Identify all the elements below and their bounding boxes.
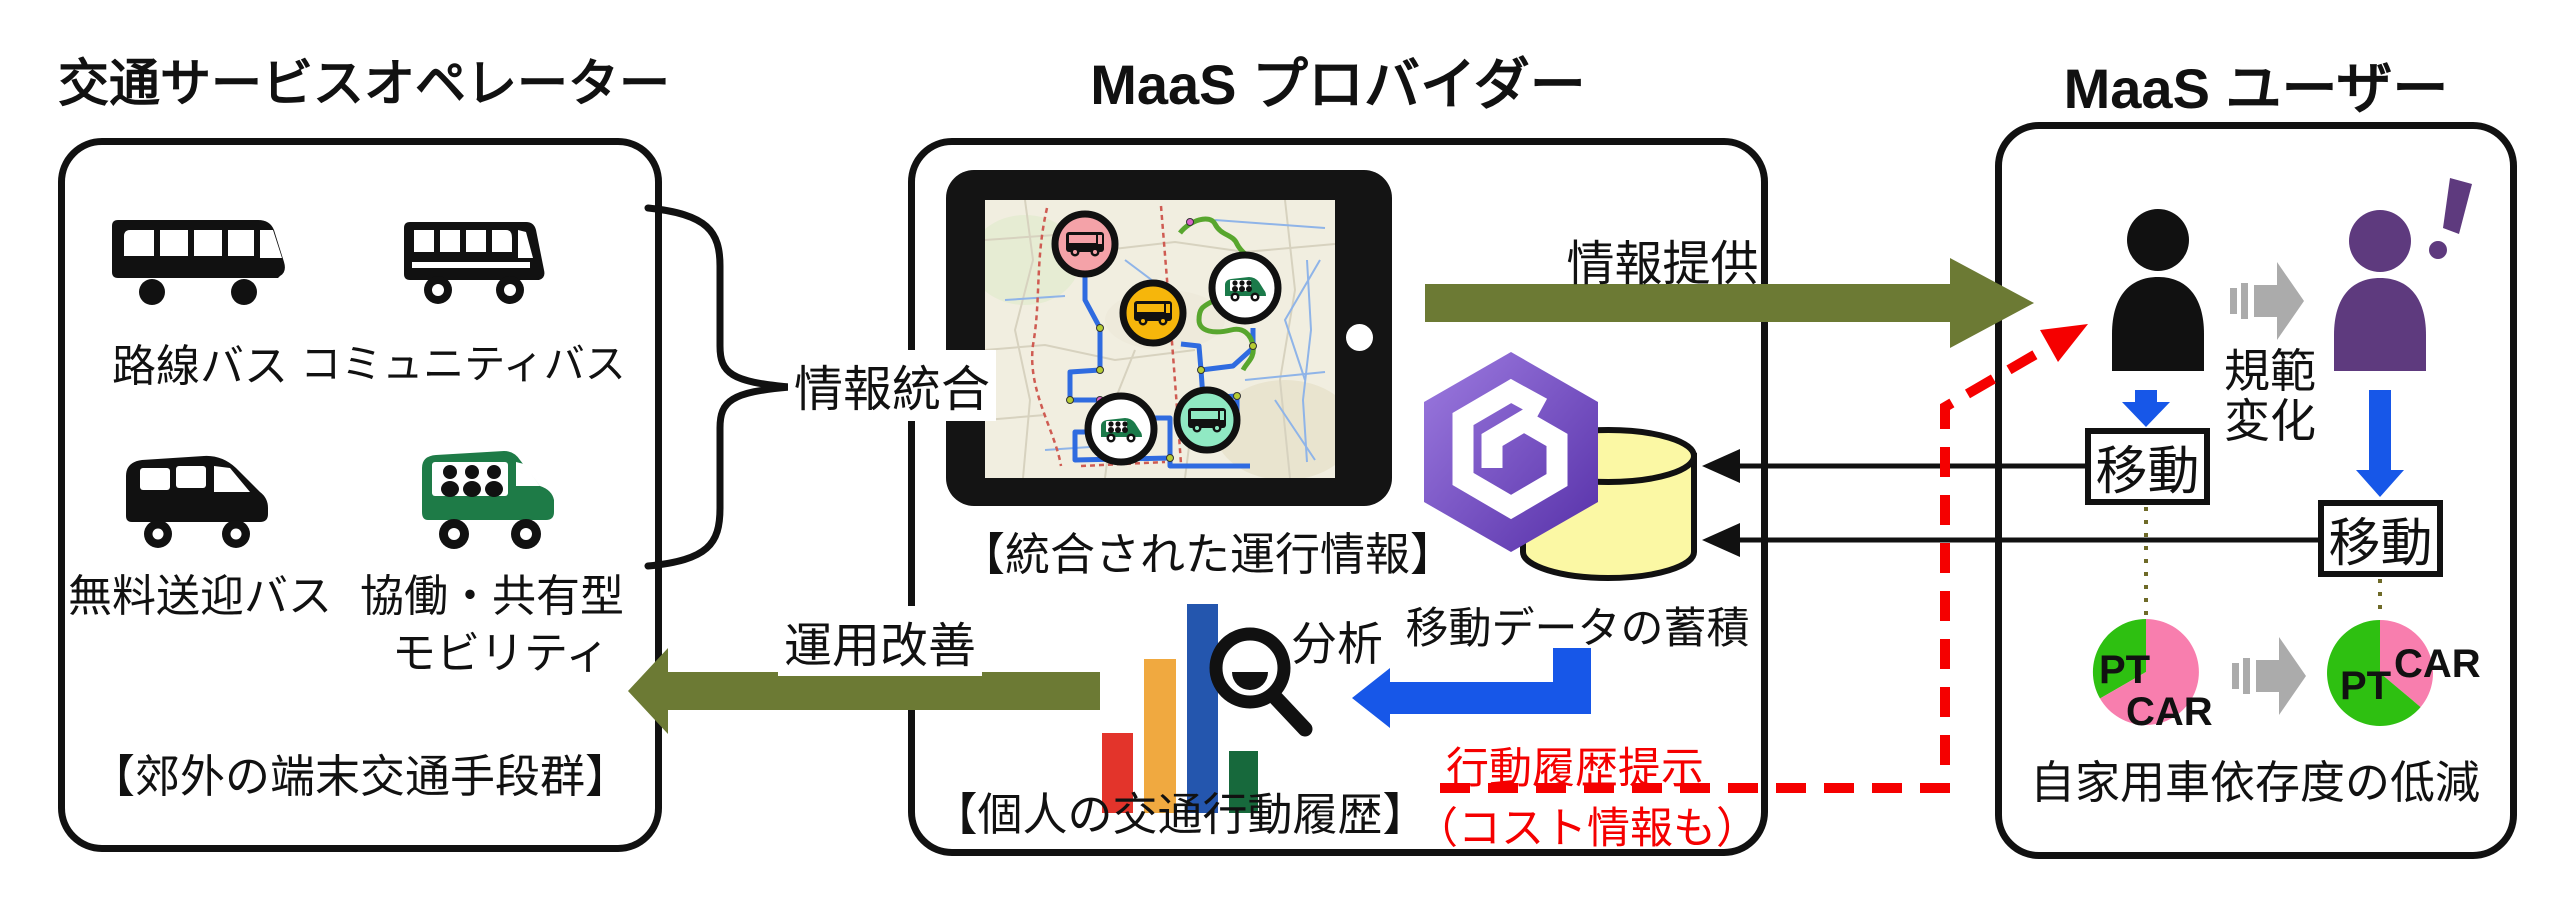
map-marker-mint-bus xyxy=(1173,386,1241,454)
history-present-note: （コスト情報も） xyxy=(1415,805,1759,853)
map-marker-pink-bus xyxy=(1051,210,1119,278)
move-box-2: 移動 xyxy=(2318,500,2443,577)
user-person-icon xyxy=(2112,209,2204,371)
info-integration-label: 情報統合 xyxy=(788,350,997,421)
pie1-car-label: CAR xyxy=(2126,690,2213,734)
shared-mobility-label-line1: 協働・共有型 xyxy=(360,572,624,621)
norm-change-line2: 変化 xyxy=(2224,395,2316,447)
move-box-1-label: 移動 xyxy=(2095,443,2200,501)
community-bus-label: コミュニティバス xyxy=(300,341,626,387)
transit-map xyxy=(985,200,1335,478)
pie-chart-after xyxy=(2327,620,2434,726)
provider-title: MaaS プロバイダー xyxy=(1090,53,1586,116)
route-bus-label: 路線バス xyxy=(112,342,288,391)
map-marker-green-van-1 xyxy=(1208,251,1282,325)
map-marker-green-van-2 xyxy=(1084,392,1158,466)
map-minor-routes xyxy=(1004,219,1326,463)
pie-chart-before xyxy=(2092,618,2199,725)
exclamation-icon xyxy=(2429,178,2472,259)
brace xyxy=(644,204,791,570)
analysis-chart-group xyxy=(1102,604,1313,813)
tablet-home-button xyxy=(1346,324,1373,351)
user-figures-group xyxy=(2092,178,2472,726)
analysis-label: 分析 xyxy=(1291,618,1383,670)
data-platform-logo-icon xyxy=(1424,352,1598,552)
community-bus-icon xyxy=(404,222,545,304)
route-bus-icon xyxy=(112,220,285,305)
move-box-2-label: 移動 xyxy=(2328,515,2433,573)
norm-change-line1: 規範 xyxy=(2224,345,2316,397)
operation-improvement-label: 運用改善 xyxy=(778,606,983,676)
data-accumulation-label: 移動データの蓄積 xyxy=(1405,605,1750,653)
map-marker-orange-bus xyxy=(1119,279,1187,347)
shared-mobility-label-line2: モビリティ xyxy=(392,629,610,678)
shuttle-van-icon xyxy=(126,455,268,548)
operator-caption: 【郊外の端末交通手段群】 xyxy=(89,751,630,802)
data-platform-group xyxy=(1424,352,1697,582)
history-present-label: 行動履歴提示 xyxy=(1446,745,1704,793)
info-provision-label: 情報提供 xyxy=(1566,238,1759,291)
aware-person-icon xyxy=(2334,210,2426,371)
pie2-car-label: CAR xyxy=(2394,642,2481,686)
user-title: MaaS ユーザー xyxy=(2063,57,2449,120)
move-box-1: 移動 xyxy=(2085,428,2210,505)
bar-chart-icon xyxy=(1102,604,1258,813)
magnifier-icon xyxy=(1209,627,1313,737)
norm-change-label: 規範 変化 xyxy=(2214,346,2326,446)
pie1-pt-label: PT xyxy=(2099,648,2151,692)
shared-mobility-icon xyxy=(422,451,554,549)
tablet-caption: 【統合された運行情報】 xyxy=(960,529,1456,580)
user-caption: 自家用車依存度の低減 xyxy=(2029,757,2480,808)
shuttle-van-label: 無料送迎バス xyxy=(68,572,332,621)
pie2-pt-label: PT xyxy=(2340,664,2392,708)
history-caption: 【個人の交通行動履歴】 xyxy=(932,789,1428,840)
operator-title: 交通サービスオペレーター xyxy=(58,55,671,112)
